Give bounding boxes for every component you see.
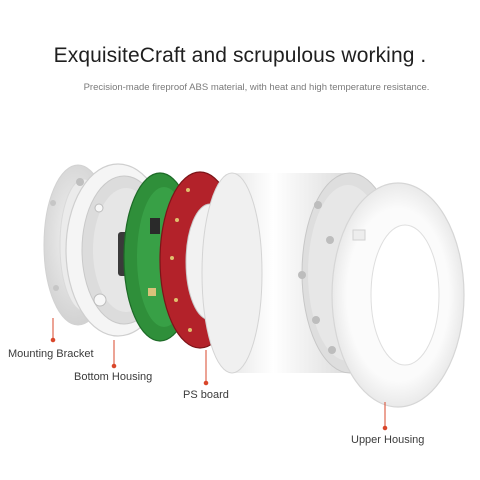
label-upper-housing: Upper Housing	[351, 434, 425, 446]
label-mounting-bracket: Mounting Bracket	[8, 348, 94, 360]
page-subline: Precision-made fireproof ABS material, w…	[83, 82, 430, 93]
label-ps-board: PS board	[183, 389, 229, 401]
page-headline: ExquisiteCraft and scrupulous working .	[53, 44, 427, 67]
label-bottom-housing: Bottom Housing	[74, 371, 153, 383]
leader-lines	[50, 318, 388, 431]
upper-housing-ring	[331, 182, 465, 408]
